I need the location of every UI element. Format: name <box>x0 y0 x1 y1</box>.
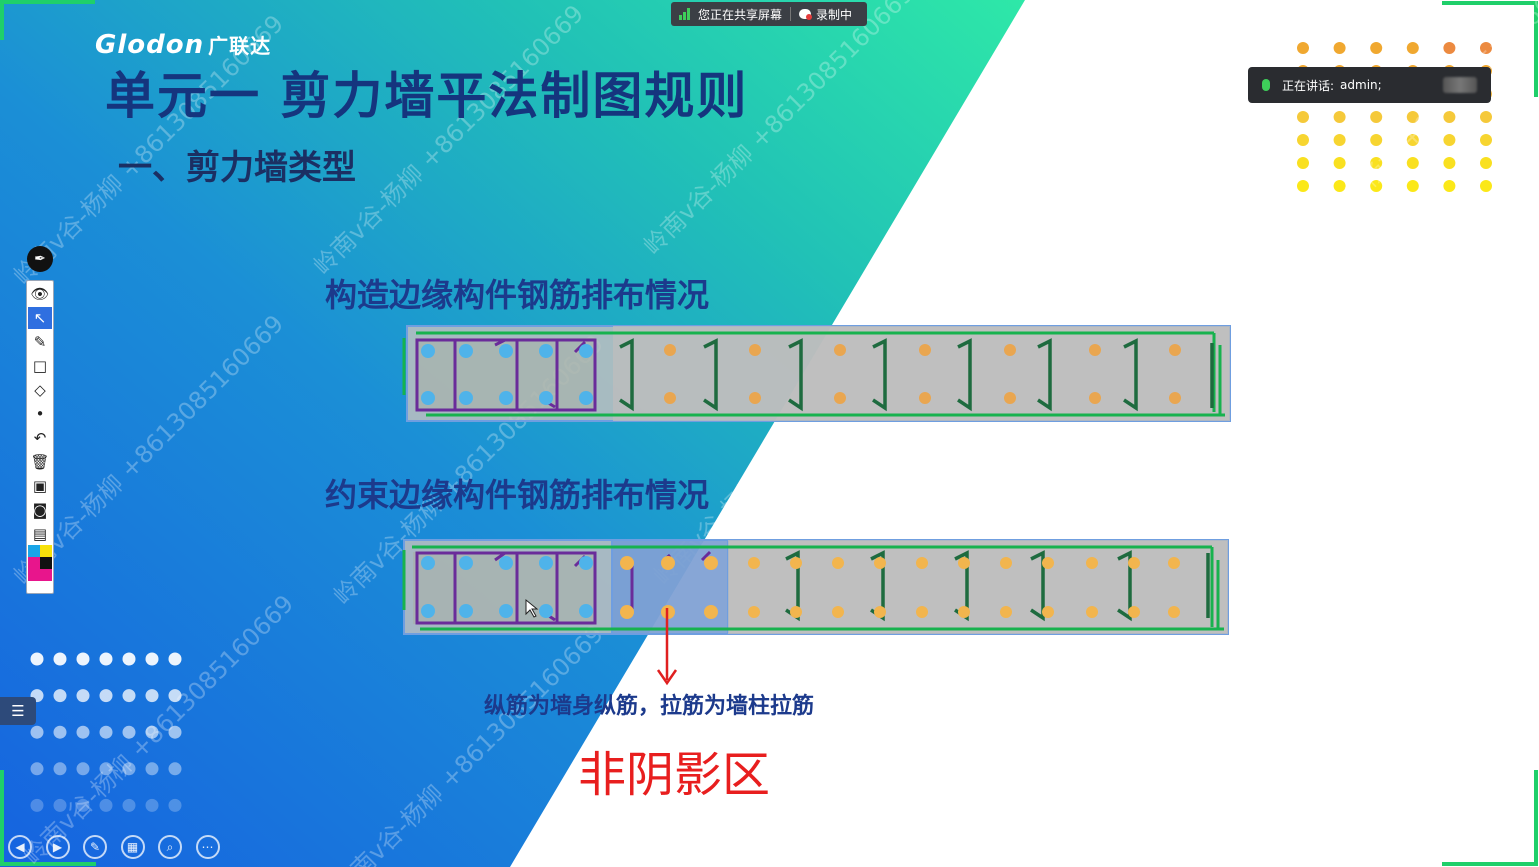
undo-icon[interactable]: ↶ <box>33 429 47 447</box>
note-text: 纵筋为墙身纵筋，拉筋为墙柱拉筋 <box>484 694 815 719</box>
recording-status[interactable]: 录制中 <box>791 6 860 23</box>
prev-icon[interactable]: ◀ <box>8 835 32 859</box>
sharing-status[interactable]: 您正在共享屏幕 <box>671 6 790 23</box>
microphone-icon <box>1262 79 1270 91</box>
zone-label: 非阴影区 <box>578 747 771 803</box>
color-swatch[interactable] <box>28 557 40 569</box>
rebar-diagram-restrained <box>402 539 1229 686</box>
section-title-restrained: 约束边缘构件钢筋排布情况 <box>325 476 710 514</box>
pointer-icon[interactable]: ↖ <box>28 307 52 329</box>
color-swatch[interactable] <box>40 545 52 557</box>
speaking-label: 正在讲话: <box>1282 78 1335 93</box>
rebar-diagram-constructional <box>402 325 1231 422</box>
color-swatch[interactable] <box>40 569 52 581</box>
decorative-dots-left <box>30 652 182 812</box>
clipboard-icon[interactable]: ▤ <box>32 525 48 543</box>
zoom-icon[interactable]: ⌕ <box>158 835 182 859</box>
slide-subtitle: 一、剪力墙类型 <box>118 148 356 188</box>
speaker-name: admin; <box>1340 78 1382 92</box>
speaker-avatar <box>1443 77 1477 93</box>
pen-icon[interactable]: ✎ <box>33 333 47 351</box>
screen-icon[interactable]: ▣ <box>32 477 48 495</box>
pen-tool-icon[interactable]: ✎ <box>83 835 107 859</box>
annotation-toolbar: 👁 ↖ ✎ □ ◇ • ↶ 🗑 ▣ ◙ ▤ <box>26 280 54 594</box>
camera-icon[interactable]: ◙ <box>32 501 48 519</box>
color-swatch[interactable] <box>28 545 40 557</box>
pen-mode-icon[interactable]: ✒ <box>27 246 53 272</box>
outline-menu-button[interactable]: ☰ <box>0 697 36 725</box>
eye-icon[interactable]: 👁 <box>30 285 50 303</box>
next-icon[interactable]: ▶ <box>45 835 70 859</box>
dot-icon[interactable]: • <box>35 405 45 423</box>
rectangle-icon[interactable]: □ <box>32 357 48 375</box>
color-swatch[interactable] <box>28 569 40 581</box>
recording-cloud-icon <box>799 9 813 20</box>
recording-label: 录制中 <box>816 7 853 22</box>
signal-icon <box>679 8 693 20</box>
share-bar-divider <box>790 7 792 21</box>
slides-icon[interactable]: ▦ <box>120 835 145 859</box>
eraser-icon[interactable]: ◇ <box>34 381 46 399</box>
logo-brand: Glodon <box>95 30 205 60</box>
more-icon[interactable]: ⋯ <box>195 835 220 859</box>
logo-brand-cn: 广联达 <box>208 34 272 58</box>
color-swatch[interactable] <box>40 557 52 569</box>
slide-title: 单元一 剪力墙平法制图规则 <box>105 67 749 125</box>
sharing-label: 您正在共享屏幕 <box>698 7 783 22</box>
speaking-indicator: 正在讲话: admin; <box>1248 67 1491 103</box>
screen-share-bar[interactable]: 您正在共享屏幕 录制中 <box>671 2 867 26</box>
trash-icon[interactable]: 🗑 <box>30 453 50 471</box>
section-title-constructional: 构造边缘构件钢筋排布情况 <box>325 276 710 314</box>
